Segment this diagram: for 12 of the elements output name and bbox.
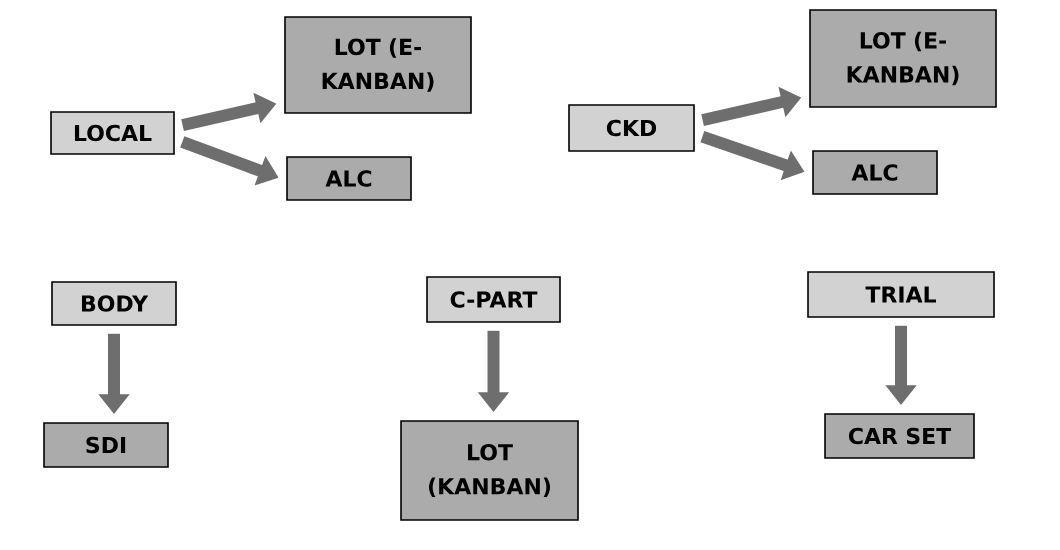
process-box: C-PART: [426, 276, 561, 323]
process-box: LOCAL: [50, 111, 175, 155]
process-box: LOT (E-KANBAN): [809, 9, 997, 108]
process-box: BODY: [51, 281, 177, 326]
process-box: ALC: [286, 156, 412, 201]
process-box: LOT (E-KANBAN): [284, 16, 472, 114]
process-box: CKD: [568, 104, 695, 152]
process-box: ALC: [812, 150, 938, 195]
process-box: LOT (KANBAN): [400, 420, 579, 521]
process-box: TRIAL: [807, 271, 995, 318]
process-box: SDI: [43, 422, 169, 468]
process-box: CAR SET: [824, 413, 975, 459]
